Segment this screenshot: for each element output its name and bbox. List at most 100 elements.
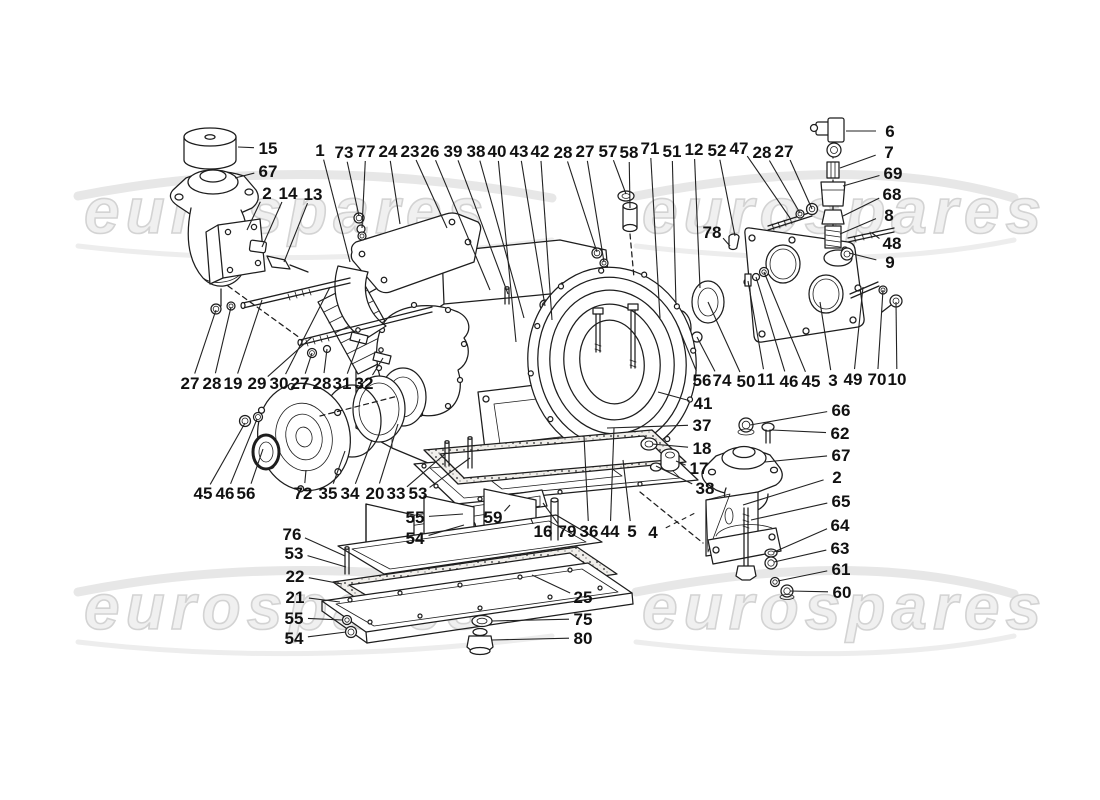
part-number-5: 5 [627, 522, 636, 541]
washer-28 [795, 209, 805, 219]
part-number-30: 30 [270, 374, 289, 393]
part-number-46: 46 [780, 372, 799, 391]
leader-line-50 [707, 301, 741, 373]
leader-line-29 [267, 336, 313, 377]
leader-line-49 [853, 286, 864, 370]
leader-line-3 [819, 301, 832, 371]
leader-line-39 [457, 160, 509, 295]
part-number-8: 8 [884, 206, 893, 225]
leader-line-14 [261, 201, 283, 248]
sensor-13 [266, 255, 291, 270]
part-number-23: 23 [401, 142, 420, 161]
part-number-54: 54 [285, 629, 304, 648]
leader-line-34 [354, 439, 373, 484]
leader-line-33 [406, 453, 446, 488]
leader-line-43 [520, 160, 546, 307]
leader-line-28 [323, 348, 328, 374]
part-number-25: 25 [574, 588, 593, 607]
bolt-44 [627, 303, 639, 311]
part-number-38: 38 [696, 479, 715, 498]
part-number-17: 17 [690, 459, 709, 478]
part-number-76: 76 [283, 525, 302, 544]
part-number-9: 9 [885, 253, 894, 272]
part-number-64: 64 [831, 516, 850, 535]
part-number-28: 28 [313, 374, 332, 393]
part-number-63: 63 [831, 539, 850, 558]
part-number-54: 54 [406, 529, 425, 548]
watermark-text: eurospares [84, 571, 489, 643]
leader-line-61 [777, 570, 828, 582]
leader-line-48 [871, 232, 880, 239]
part-number-40: 40 [488, 142, 507, 161]
leader-line-73 [346, 161, 360, 217]
leader-line-22 [308, 577, 343, 585]
leader-line-31 [346, 338, 361, 374]
leader-line-28 [214, 306, 232, 374]
part-number-68: 68 [883, 185, 902, 204]
part-number-61: 61 [832, 560, 851, 579]
leader-line-9 [848, 252, 877, 261]
part-number-74: 74 [713, 371, 732, 390]
part-number-67: 67 [832, 446, 851, 465]
part-number-42: 42 [531, 142, 550, 161]
rear-cover-plate [743, 227, 865, 343]
leader-line-24 [389, 160, 401, 225]
leader-line-57 [612, 160, 627, 195]
leader-line-51 [671, 160, 677, 306]
seal-56-left [251, 433, 281, 471]
leader-line-79 [542, 502, 559, 524]
leader-line-72 [304, 469, 307, 484]
part-number-45: 45 [194, 484, 213, 503]
leader-line-56 [677, 325, 697, 372]
part-number-56: 56 [693, 371, 712, 390]
part-number-33: 33 [387, 484, 406, 503]
nut-73 [353, 212, 365, 224]
washer-28-left [226, 301, 236, 311]
leader-line-41 [657, 391, 690, 402]
leader-line-27 [789, 159, 813, 210]
part-number-73: 73 [335, 143, 354, 162]
part-number-51: 51 [663, 142, 682, 161]
leader-line-42 [540, 160, 553, 321]
part-number-78: 78 [703, 223, 722, 242]
leader-line-38 [655, 465, 693, 485]
part-number-24: 24 [379, 142, 398, 161]
leader-line-8 [839, 218, 877, 235]
leader-line-46 [230, 418, 258, 485]
part-number-37: 37 [693, 416, 712, 435]
leader-line-36 [583, 435, 589, 522]
part-number-70: 70 [868, 370, 887, 389]
hub-cover-group [238, 367, 427, 493]
leader-line-17 [675, 460, 686, 466]
part-number-43: 43 [510, 142, 529, 161]
leader-line-58 [628, 161, 631, 209]
leader-line-53 [307, 555, 347, 568]
leader-line-80 [491, 637, 570, 641]
part-number-47: 47 [730, 139, 749, 158]
part-number-1: 1 [315, 141, 324, 160]
part-number-20: 20 [366, 484, 385, 503]
leader-line-4 [665, 511, 698, 529]
leader-line-19 [237, 299, 263, 374]
leader-line-45 [209, 422, 246, 485]
leader-line-68 [842, 197, 880, 217]
part-number-38: 38 [467, 142, 486, 161]
leader-line-21 [308, 597, 341, 603]
washer-64 [764, 548, 778, 558]
oring-46-left [252, 411, 264, 423]
leader-line-23 [415, 159, 448, 229]
part-number-28: 28 [554, 143, 573, 162]
washer-55-left [341, 614, 353, 626]
bolt-62 [761, 422, 775, 432]
leader-line-66 [749, 411, 828, 426]
leader-line-11 [747, 280, 765, 370]
leader-line-78 [722, 237, 731, 247]
nut-45-left [238, 414, 252, 428]
leader-line-46 [755, 276, 786, 372]
part-number-59: 59 [484, 508, 503, 527]
part-number-27: 27 [291, 374, 310, 393]
part-number-67: 67 [259, 162, 278, 181]
leader-line-35 [332, 450, 346, 484]
part-number-18: 18 [693, 439, 712, 458]
